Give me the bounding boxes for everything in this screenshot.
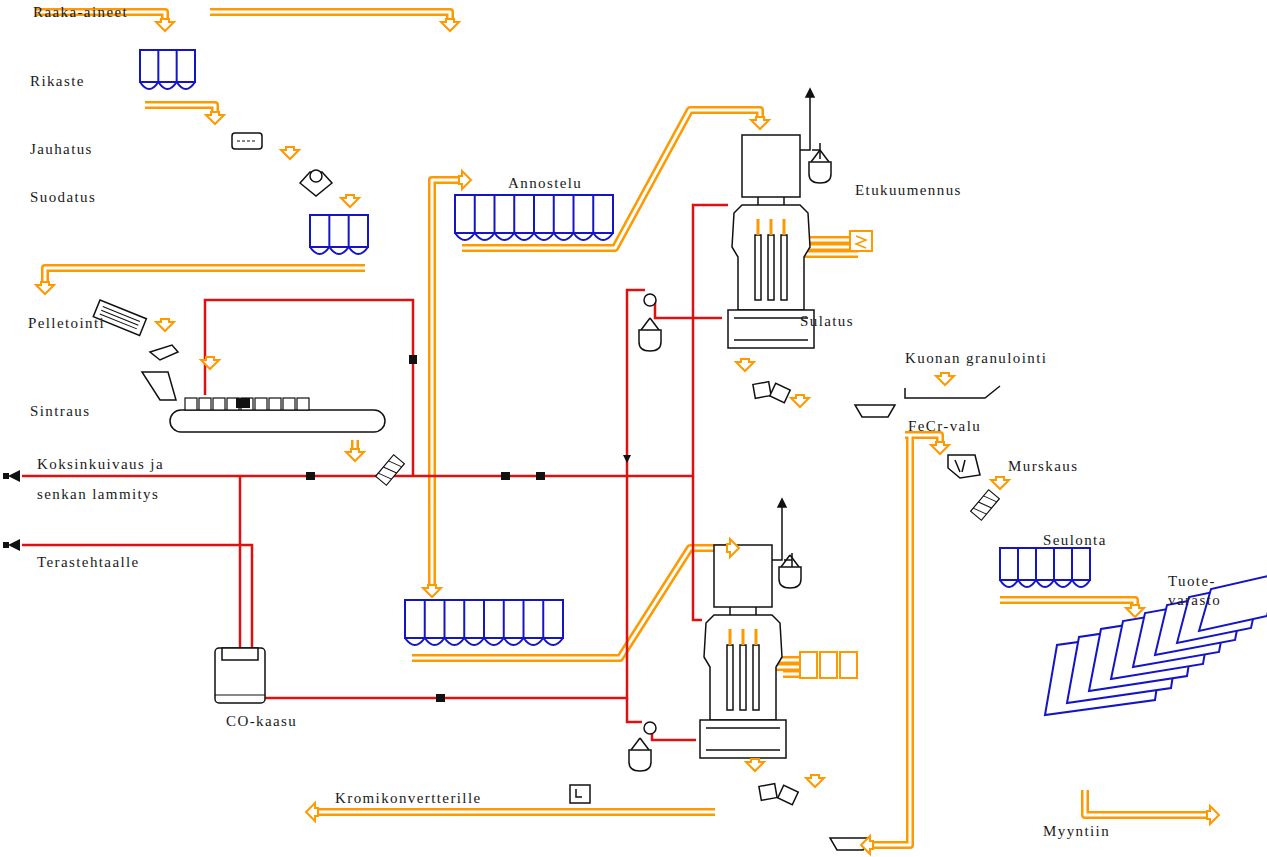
- process-label: Kuonan granulointi: [905, 349, 1047, 368]
- flow-arrowhead: [156, 19, 174, 31]
- flow-arrowhead: [156, 319, 174, 331]
- flow-arrowhead: [441, 19, 459, 31]
- process-label: Jauhatus: [30, 140, 93, 159]
- silo: [310, 215, 368, 254]
- process-label: Suodatus: [30, 188, 96, 207]
- silo: [455, 195, 613, 240]
- process-label: Tuote- varasto: [1168, 572, 1248, 610]
- process-label: Murskaus: [1008, 457, 1078, 476]
- process-label: Annostelu: [508, 174, 582, 193]
- flow-arrowhead: [991, 477, 1009, 489]
- flow-arrowhead: [346, 449, 364, 461]
- process-label: Myyntiin: [1043, 822, 1110, 841]
- process-label: Seulonta: [1043, 531, 1107, 550]
- flow-arrowhead: [727, 539, 739, 557]
- flow-arrowhead: [459, 171, 471, 189]
- process-label: Sintraus: [30, 402, 90, 421]
- silo: [140, 50, 195, 89]
- flow-arrowhead: [306, 803, 318, 821]
- equipment-icons: [36, 19, 1267, 854]
- process-label: Pelletointi: [28, 314, 105, 333]
- process-label: CO-kaasu: [226, 712, 297, 731]
- process-label: Kromikonvertterille: [335, 789, 482, 808]
- process-label: Raaka-aineet: [33, 3, 128, 22]
- flow-arrowhead: [736, 359, 754, 371]
- process-label: FeCr-valu: [908, 417, 981, 436]
- flow-arrowhead: [861, 836, 873, 854]
- silo: [405, 600, 563, 645]
- flow-arrowhead: [206, 112, 224, 124]
- flow-arrowhead: [751, 117, 769, 129]
- flow-arrowhead: [931, 442, 949, 454]
- flow-arrowhead: [341, 195, 359, 207]
- process-label: Rikaste: [30, 72, 85, 91]
- process-label: Terastehtaalle: [37, 553, 140, 572]
- flow-arrowhead: [791, 395, 809, 407]
- process-label: Sulatus: [800, 312, 854, 331]
- flow-arrowhead: [36, 282, 54, 294]
- gas-fittings: [3, 294, 656, 734]
- flow-arrowhead: [1207, 806, 1219, 824]
- flow-arrowhead: [423, 585, 441, 597]
- silo: [1000, 548, 1090, 587]
- flow-arrowhead: [1126, 605, 1144, 617]
- flow-arrowhead: [936, 373, 954, 385]
- gas-lines: [22, 205, 728, 740]
- process-label: Etukuumennus: [855, 181, 962, 200]
- flow-arrowhead: [201, 357, 219, 369]
- flow-arrowhead: [281, 147, 299, 159]
- process-label: Koksinkuivaus ja senkan lammitys: [37, 449, 212, 509]
- flow-arrowhead: [746, 759, 764, 771]
- flow-arrowhead: [806, 775, 824, 787]
